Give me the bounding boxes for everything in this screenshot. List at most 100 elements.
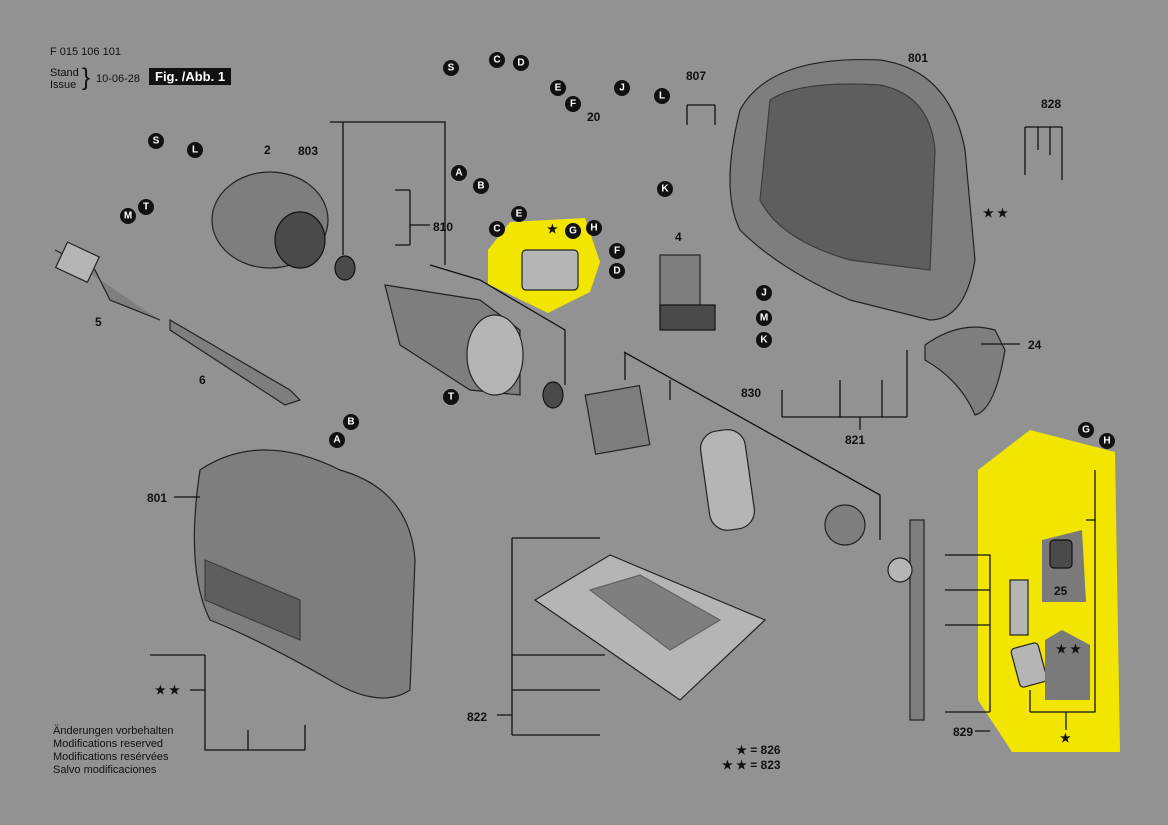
diagram-label: G [1082, 425, 1090, 436]
diagram-shape [699, 429, 756, 531]
diagram-shape [274, 211, 326, 269]
diagram-shape [887, 557, 913, 583]
diagram-shape [138, 199, 154, 215]
diagram-label: A [333, 435, 340, 446]
label-807: 807 [686, 69, 706, 83]
label-4: 4 [675, 230, 682, 244]
diagram-label: S [448, 63, 455, 74]
diagram-shape [120, 208, 136, 224]
diagram-shape: A [451, 165, 467, 181]
diagram-label: H [1103, 436, 1110, 447]
diagram-shape: G [565, 223, 581, 239]
label-24: 24 [1028, 338, 1042, 352]
diagram-shape [54, 241, 101, 284]
label-829: 829 [953, 725, 973, 739]
diagram-shape [451, 165, 467, 181]
label-830: 830 [741, 386, 761, 400]
diagram-shape [429, 264, 566, 385]
star-mark-823: ★ ★ [155, 683, 180, 697]
diagram-label: S [153, 136, 160, 147]
issue-date: 10-06-28 [96, 73, 141, 85]
diagram-shape [1078, 422, 1094, 438]
diagram-label: H [590, 223, 597, 234]
diagram-shape [443, 60, 459, 76]
diagram-shape [588, 574, 722, 651]
diagram-shape [824, 504, 866, 546]
diagram-shape: C [489, 221, 505, 237]
diagram-shape: L [654, 88, 670, 104]
label-25: 25 [1054, 584, 1068, 598]
diagram-label: E [555, 83, 562, 94]
diagram-shape [945, 554, 991, 732]
diagram-shape [565, 96, 581, 112]
diagram-label: J [761, 288, 767, 299]
diagram-label: M [760, 313, 768, 324]
diagram-shape [334, 255, 356, 281]
part-number: F 015 106 101 [50, 46, 121, 58]
diagram-shape: F [609, 243, 625, 259]
diagram-label: L [659, 91, 665, 102]
diagram-shape: B [473, 178, 489, 194]
diagram-shape [329, 432, 345, 448]
diagram-shape [756, 332, 772, 348]
diagram-shape [659, 254, 701, 311]
diagram-shape [657, 181, 673, 197]
label-801-bottom: 801 [147, 491, 167, 505]
label-803: 803 [298, 144, 318, 158]
diagram-shape: T [443, 389, 459, 405]
label-2: 2 [264, 143, 271, 157]
diagram-shape [473, 178, 489, 194]
diagram-shape [521, 249, 579, 291]
diagram-shape [497, 537, 605, 736]
diagram-label: C [493, 55, 500, 66]
diagram-shape: J [756, 285, 772, 301]
label-828: 828 [1041, 97, 1061, 111]
diagram-label: M [124, 211, 132, 222]
legend: ★ = 826 ★ ★ = 823 [722, 743, 781, 773]
diagram-label: F [570, 99, 576, 110]
diagram-shape [513, 55, 529, 71]
diagram-shape: M [756, 310, 772, 326]
diagram-shape [550, 80, 566, 96]
diagram-shape: H [1099, 433, 1115, 449]
issue-label: Issue [50, 79, 77, 91]
label-822: 822 [467, 710, 487, 724]
connector-markers: S C D E F J L A B K S L T M C E G H F D … [120, 52, 1115, 449]
diagram-shape: F [565, 96, 581, 112]
diagram-shape [565, 223, 581, 239]
diagram-shape: E [511, 206, 527, 222]
diagram-shape: S [443, 60, 459, 76]
diagram-shape [759, 83, 936, 271]
diagram-shape [466, 314, 524, 396]
diagram-shape [654, 88, 670, 104]
diagram-label: G [569, 226, 577, 237]
diagram-shape: E [550, 80, 566, 96]
diagram-label: T [448, 392, 454, 403]
diagram-shape: L [187, 142, 203, 158]
diagram-label: B [477, 181, 484, 192]
diagram-shape [169, 318, 302, 406]
diagram-shape: S [148, 133, 164, 149]
diagram-shape: J [614, 80, 630, 96]
diagram-shape [1029, 470, 1096, 730]
diagram-shape: C [489, 52, 505, 68]
diagram-shape [511, 206, 527, 222]
part-labels: 801 807 828 20 2 803 810 4 5 6 24 830 82… [95, 51, 1068, 739]
diagram-label: B [347, 417, 354, 428]
label-5: 5 [95, 315, 102, 329]
diagram-shape [609, 243, 625, 259]
diagram-shape: H [586, 220, 602, 236]
diagram-shape [542, 381, 564, 409]
diagram-shape [150, 654, 306, 751]
diagram-shape [781, 350, 908, 430]
knob-24 [924, 326, 1006, 416]
diagram-shape [609, 263, 625, 279]
diagram-label: J [619, 83, 625, 94]
diagram-label: T [143, 202, 149, 213]
diagram-shape [174, 343, 1020, 498]
housing-801-bottom [193, 449, 416, 699]
diagram-label: D [517, 58, 524, 69]
diagram-shape [584, 384, 651, 455]
figure-label: Fig. /Abb. 1 [149, 68, 232, 85]
diagram-label: K [760, 335, 768, 346]
